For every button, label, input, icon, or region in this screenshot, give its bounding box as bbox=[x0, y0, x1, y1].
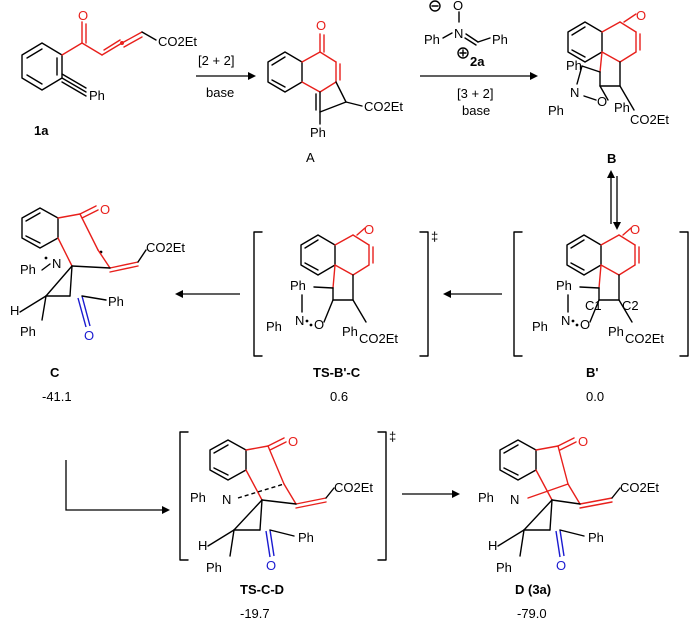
arrow-C-to-TS2 bbox=[65, 460, 170, 514]
Bp-ph2-label: Ph bbox=[532, 319, 548, 334]
B-ph1-label: Ph bbox=[566, 58, 582, 73]
ts2-energy: -19.7 bbox=[240, 606, 270, 621]
svg-text:O: O bbox=[636, 8, 646, 23]
C-co2et-label: CO2Et bbox=[146, 240, 185, 255]
svg-text:O: O bbox=[100, 202, 110, 217]
ts1-o-label: O bbox=[314, 317, 324, 332]
ts1-energy: 0.6 bbox=[330, 389, 348, 404]
svg-text:O: O bbox=[78, 8, 88, 23]
svg-text:O: O bbox=[266, 558, 276, 573]
compound-1a: O CO2Et Ph 1a bbox=[21, 8, 197, 138]
D-energy: -79.0 bbox=[517, 606, 547, 621]
ts2-co2et-label: CO2Et bbox=[334, 480, 373, 495]
reagent-2a-label: 2a bbox=[470, 54, 485, 69]
B-co2et-label: CO2Et bbox=[630, 112, 669, 127]
Bp-ph1-label: Ph bbox=[556, 278, 572, 293]
C-energy: -41.1 bbox=[42, 389, 72, 404]
svg-text:O: O bbox=[364, 222, 374, 237]
compound-A: O CO2Et Ph A bbox=[267, 18, 403, 165]
A-co2et-label: CO2Et bbox=[364, 99, 403, 114]
B-n-label: N bbox=[570, 85, 579, 100]
compound-Bprime: O Ph N O C1 C2 Ph Ph CO2Et B' 0.0 bbox=[513, 222, 689, 404]
arrow1-bottom-label: base bbox=[206, 85, 234, 100]
D-h-label: H bbox=[488, 538, 497, 553]
C-ph3-label: Ph bbox=[108, 294, 124, 309]
D-ph1-label: Ph bbox=[478, 490, 494, 505]
ts-Bprime-C: ‡ O Ph N O Ph Ph CO2Et TS-B'-C 0.6 bbox=[253, 222, 438, 404]
reagent-o-label: O bbox=[453, 0, 463, 13]
ts2-ph3-label: Ph bbox=[298, 530, 314, 545]
reagent-ph2-label: Ph bbox=[492, 32, 508, 47]
C-n-label: N bbox=[52, 256, 61, 271]
ts1-n-label: N bbox=[295, 313, 304, 328]
svg-text:O: O bbox=[316, 18, 326, 33]
Bp-energy: 0.0 bbox=[586, 389, 604, 404]
svg-text:O: O bbox=[556, 558, 566, 573]
ts1-dagger: ‡ bbox=[431, 229, 438, 244]
compound-D: O CO2Et Ph N H Ph O Ph D (3a) -79.0 bbox=[478, 434, 659, 621]
arrow-2plus2: [2 + 2] base bbox=[196, 53, 256, 100]
arrow-3plus2: [3 + 2] base bbox=[420, 72, 538, 118]
sm-ph-label: Ph bbox=[89, 88, 105, 103]
D-n-label: N bbox=[510, 492, 519, 507]
ts2-dagger: ‡ bbox=[389, 429, 396, 444]
compound-C: O CO2Et Ph N H Ph O Ph C -41.1 bbox=[10, 202, 185, 404]
ts1-ph3-label: Ph bbox=[342, 324, 358, 339]
ts2-h-label: H bbox=[198, 538, 207, 553]
A-ph-label: Ph bbox=[310, 125, 326, 140]
arrow-TS-to-C bbox=[175, 290, 240, 298]
ts2-ph2-label: Ph bbox=[206, 560, 222, 575]
ts2-n-label: N bbox=[222, 492, 231, 507]
D-ph2-label: Ph bbox=[496, 560, 512, 575]
arrow2-bottom1-label: [3 + 2] bbox=[457, 86, 494, 101]
arrow2-bottom2-label: base bbox=[462, 103, 490, 118]
sm-co2et-label: CO2Et bbox=[158, 34, 197, 49]
B-o-label: O bbox=[597, 94, 607, 109]
ts1-ph2-label: Ph bbox=[266, 319, 282, 334]
ts-Bprime-C-label: TS-B'-C bbox=[313, 365, 361, 380]
C-ph2-label: Ph bbox=[20, 324, 36, 339]
equilibrium-arrow bbox=[607, 170, 621, 230]
svg-text:O: O bbox=[84, 328, 94, 343]
compound-C-label: C bbox=[50, 365, 60, 380]
compound-B-label: B bbox=[607, 151, 616, 166]
C-h-label: H bbox=[10, 303, 19, 318]
arrow-TS2-to-D bbox=[402, 490, 460, 498]
reagent-ph1-label: Ph bbox=[424, 32, 440, 47]
svg-text:O: O bbox=[630, 222, 640, 237]
D-co2et-label: CO2Et bbox=[620, 480, 659, 495]
D-ph3-label: Ph bbox=[588, 530, 604, 545]
svg-text:O: O bbox=[288, 434, 298, 449]
Bp-ph3-label: Ph bbox=[608, 324, 624, 339]
ts-C-D-label: TS-C-D bbox=[240, 582, 284, 597]
B-ph3-label: Ph bbox=[614, 100, 630, 115]
reagent-n-label: N bbox=[454, 26, 463, 41]
C-ph1-label: Ph bbox=[20, 262, 36, 277]
ts1-co2et-label: CO2Et bbox=[359, 331, 398, 346]
Bp-c1-label: C1 bbox=[585, 298, 602, 313]
arrow-Bp-to-TS bbox=[443, 290, 502, 298]
ts-C-D: ‡ O CO2Et Ph N H Ph O Ph TS-C-D -19.7 bbox=[179, 429, 396, 621]
compound-A-label: A bbox=[306, 150, 315, 165]
reagent-2a: Ph N Ph O 2a bbox=[424, 0, 508, 69]
compound-Bprime-label: B' bbox=[586, 365, 598, 380]
compound-B: O Ph N O Ph Ph CO2Et B bbox=[548, 8, 669, 166]
Bp-c2-label: C2 bbox=[622, 298, 639, 313]
compound-D-label: D (3a) bbox=[515, 582, 551, 597]
Bp-n-label: N bbox=[561, 313, 570, 328]
ts2-ph1-label: Ph bbox=[190, 490, 206, 505]
B-ph2-label: Ph bbox=[548, 103, 564, 118]
arrow1-top-label: [2 + 2] bbox=[198, 53, 235, 68]
compound-1a-label: 1a bbox=[34, 123, 49, 138]
Bp-co2et-label: CO2Et bbox=[625, 331, 664, 346]
svg-text:O: O bbox=[578, 434, 588, 449]
ts1-ph1-label: Ph bbox=[290, 278, 306, 293]
Bp-o-label: O bbox=[580, 317, 590, 332]
